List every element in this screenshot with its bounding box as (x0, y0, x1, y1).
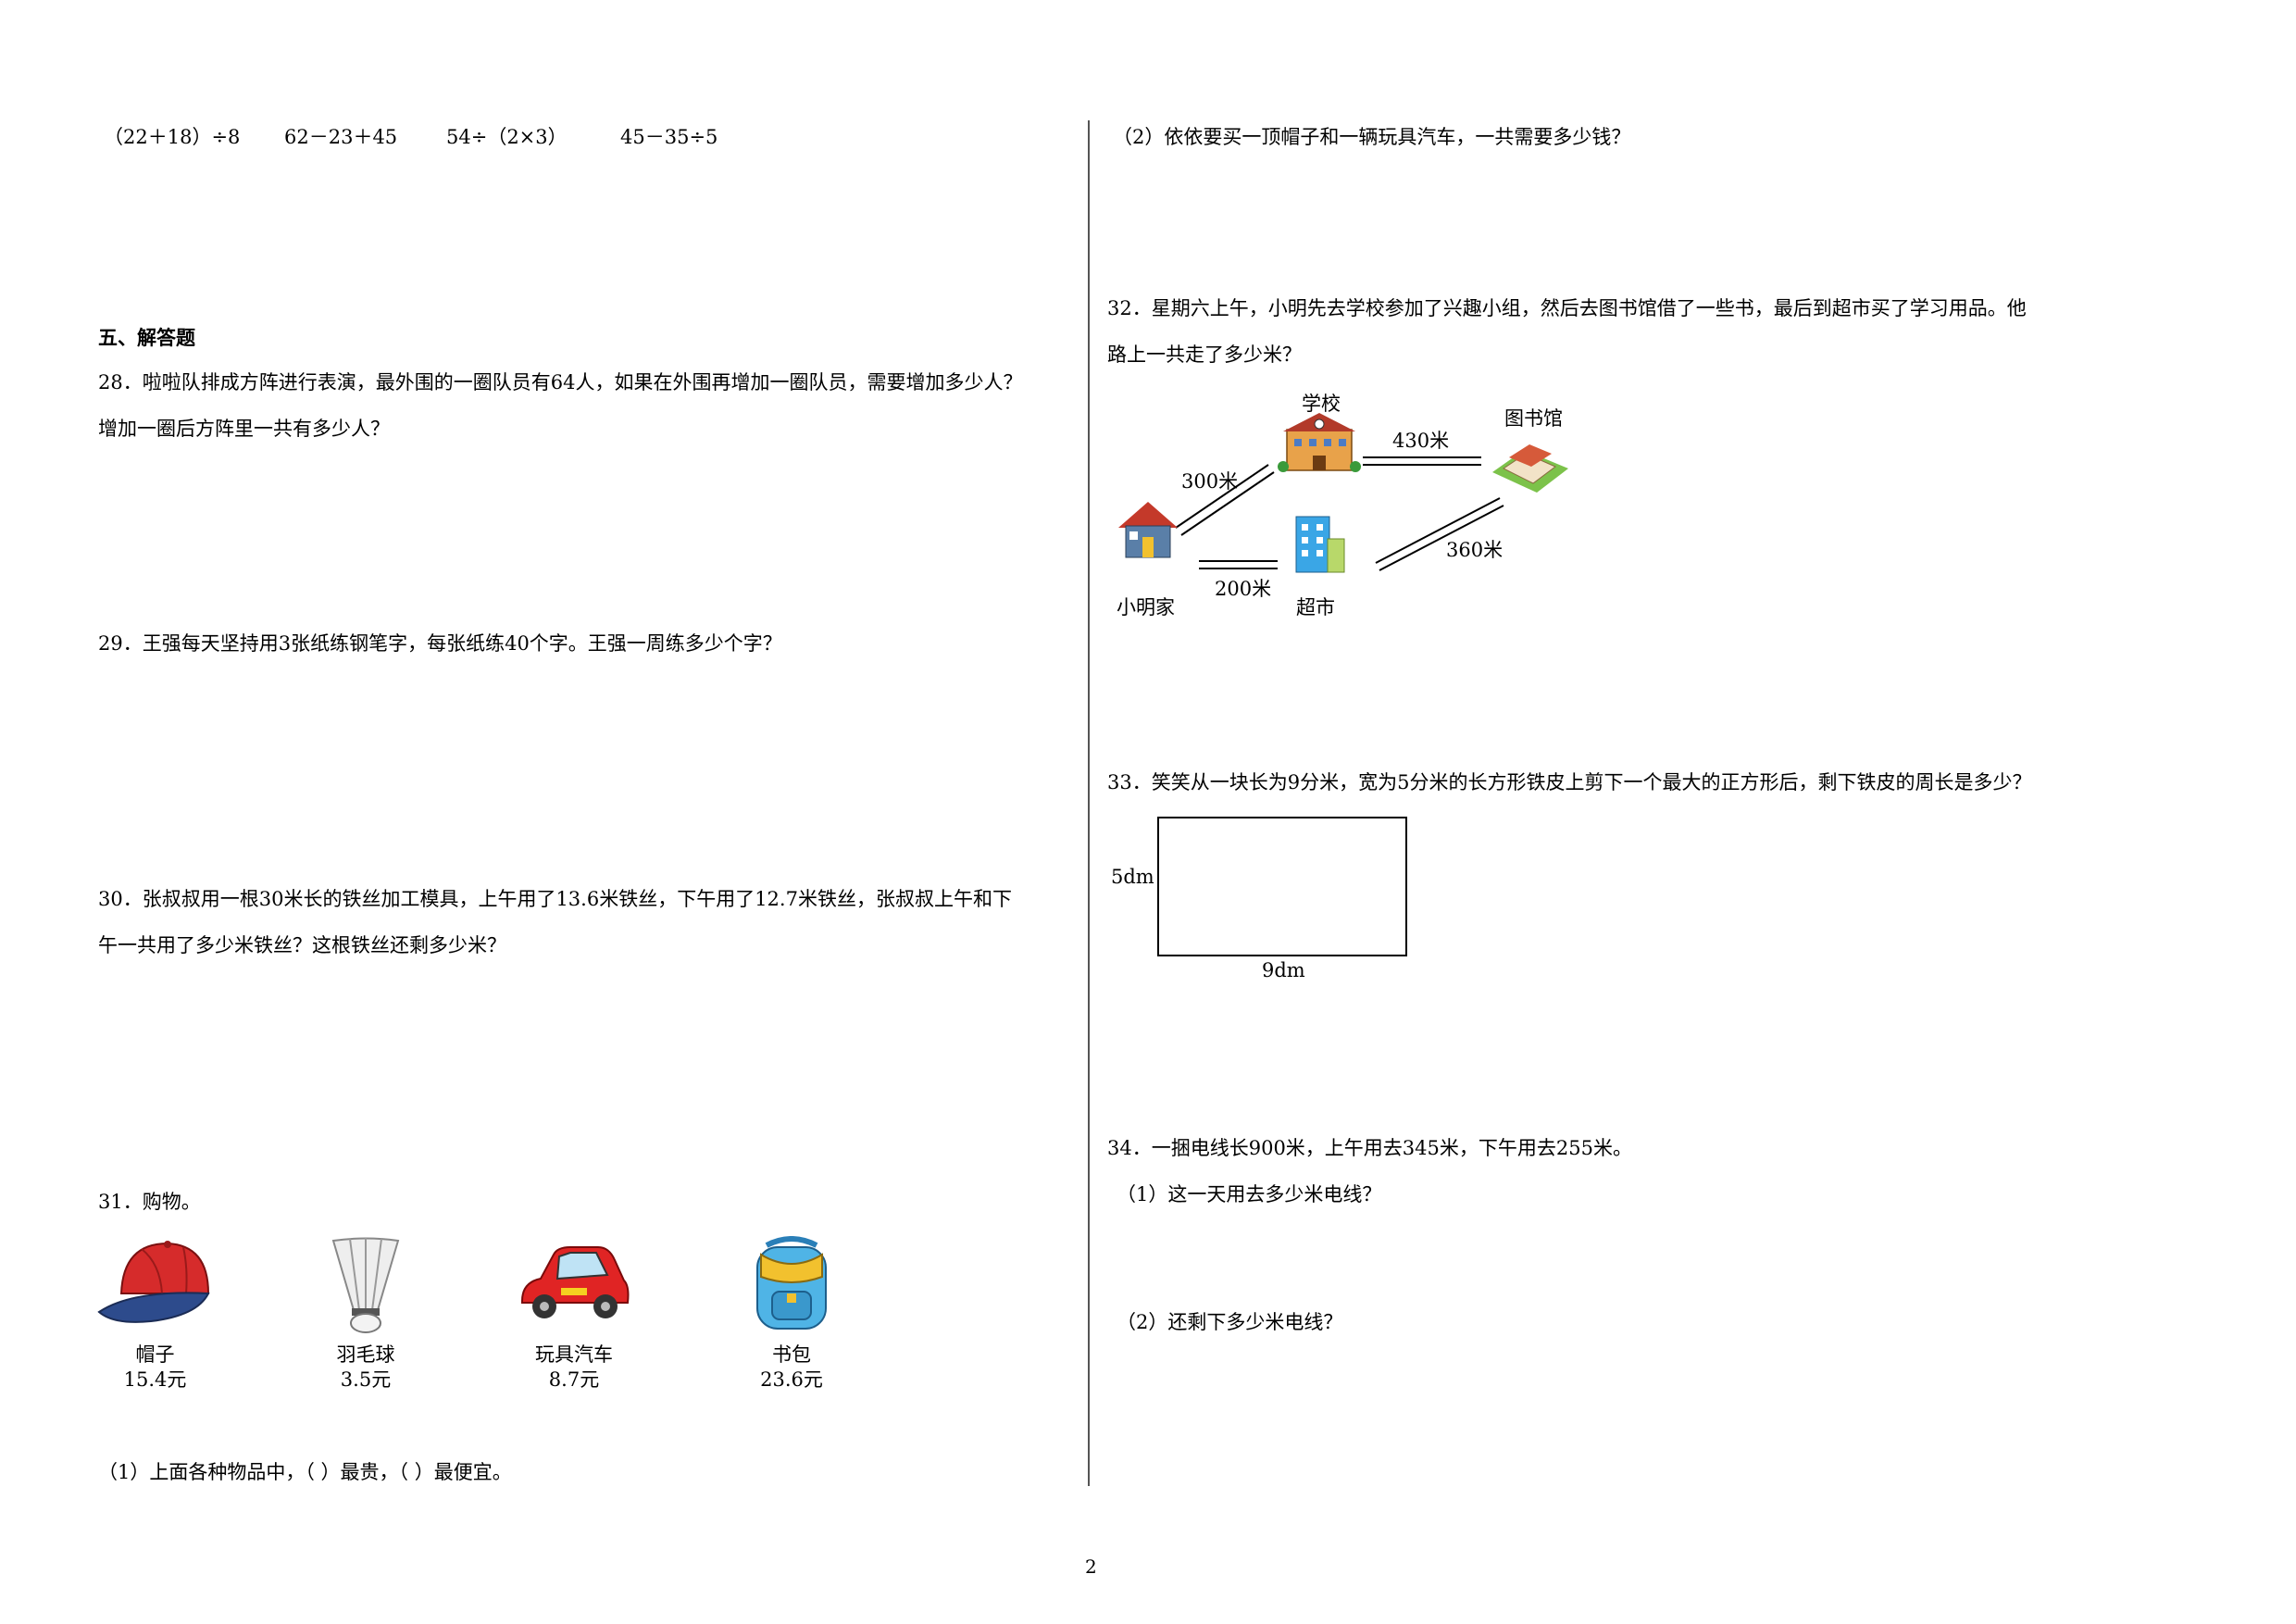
rectangle-figure (1157, 817, 1407, 956)
question-32-line-1: 32．星期六上午，小明先去学校参加了兴趣小组，然后去图书馆借了一些书，最后到超市… (1107, 297, 2027, 319)
question-31-title: 31．购物。 (98, 1191, 201, 1213)
rect-length-label: 9dm (1262, 959, 1305, 981)
shop-item-toy-car: 玩具汽车 8.7元 (509, 1236, 639, 1393)
school-label: 学校 (1302, 393, 1341, 415)
item-name: 羽毛球 (336, 1343, 395, 1366)
shop-item-cap: 帽子 15.4元 (93, 1236, 218, 1393)
question-29: 29．王强每天坚持用3张纸练钢笔字，每张纸练40个字。王强一周练多少个字？ (98, 632, 782, 655)
toy-car-icon (520, 1246, 629, 1318)
question-28-line-1: 28．啦啦队排成方阵进行表演，最外围的一圈队员有64人，如果在外围再增加一圈队员… (98, 371, 1023, 394)
question-34: 34．一捆电线长900米，上午用去345米，下午用去255米。 (1107, 1137, 1632, 1159)
question-31-part-2: （2）依依要买一顶帽子和一辆玩具汽车，一共需要多少钱？ (1113, 126, 1631, 148)
school-icon (1278, 413, 1361, 472)
page-number: 2 (1085, 1555, 1097, 1578)
column-divider (1088, 120, 1090, 1486)
calc-item-3: 54÷（2×3） (446, 126, 568, 148)
shop-item-backpack: 书包 23.6元 (731, 1236, 852, 1393)
market-label: 超市 (1296, 596, 1335, 618)
distance-library-market: 360米 (1446, 539, 1504, 561)
question-31-part-1: （1）上面各种物品中，（ ）最贵，（ ）最便宜。 (98, 1461, 512, 1483)
item-price: 8.7元 (548, 1368, 600, 1392)
calc-item-2: 62－23＋45 (284, 126, 398, 148)
question-34-part-1: （1）这一天用去多少米电线？ (1117, 1183, 1382, 1206)
distance-school-library: 430米 (1392, 430, 1450, 452)
calc-item-4: 45－35÷5 (620, 126, 718, 148)
question-34-part-2: （2）还剩下多少米电线？ (1117, 1311, 1343, 1333)
item-price: 23.6元 (760, 1368, 823, 1392)
section-title: 五、解答题 (98, 326, 195, 349)
item-price: 3.5元 (340, 1368, 392, 1392)
rect-width-label: 5dm (1111, 866, 1154, 888)
library-label: 图书馆 (1504, 407, 1563, 430)
cap-icon (96, 1241, 210, 1323)
question-33: 33．笑笑从一块长为9分米，宽为5分米的长方形铁皮上剪下一个最大的正方形后，剩下… (1107, 771, 2032, 793)
shop-item-shuttlecock: 羽毛球 3.5元 (306, 1236, 426, 1393)
question-30-line-2: 午一共用了多少米铁丝？这根铁丝还剩多少米？ (98, 934, 506, 956)
question-28-line-2: 增加一圈后方阵里一共有多少人？ (98, 418, 390, 440)
question-32-line-2: 路上一共走了多少米？ (1107, 344, 1302, 366)
item-name: 帽子 (135, 1343, 175, 1366)
distance-home-market: 200米 (1215, 578, 1272, 600)
backpack-icon (756, 1236, 827, 1330)
distance-home-school: 300米 (1181, 470, 1239, 493)
home-label: 小明家 (1117, 596, 1175, 618)
item-name: 书包 (772, 1343, 811, 1366)
shuttlecock-icon (331, 1237, 400, 1333)
item-name: 玩具汽车 (535, 1343, 613, 1366)
market-icon (1295, 516, 1345, 573)
item-price: 15.4元 (123, 1368, 187, 1392)
home-icon (1118, 502, 1178, 558)
route-map: 学校 图书馆 小明家 超市 300米 430米 360米 200米 (1111, 380, 1592, 630)
question-30-line-1: 30．张叔叔用一根30米长的铁丝加工模具，上午用了13.6米铁丝，下午用了12.… (98, 888, 1012, 910)
calc-item-1: （22＋18）÷8 (104, 126, 241, 148)
library-icon (1492, 444, 1568, 493)
